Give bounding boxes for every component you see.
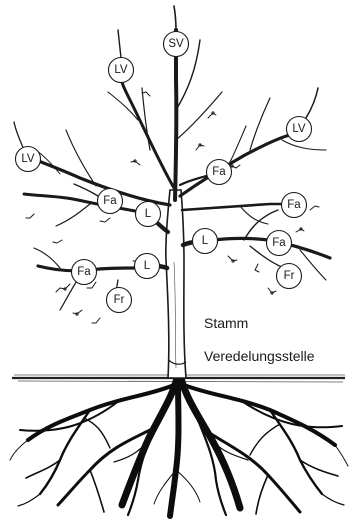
label-fa-right-upper-text: Fa <box>287 199 301 211</box>
label-l-right-text: L <box>202 235 209 247</box>
label-l-lower-left-text: L <box>144 260 151 272</box>
label-lv-right: LV <box>287 117 312 142</box>
label-sv: SV <box>164 32 189 57</box>
label-fa-lower-left-text: Fa <box>77 266 91 278</box>
label-lv-left: LV <box>16 147 41 172</box>
label-fa-center-text: Fa <box>212 166 226 178</box>
label-sv-text: SV <box>168 38 184 50</box>
label-fa-upper-left-text: Fa <box>103 195 117 207</box>
label-fr-left: Fr <box>107 288 132 313</box>
label-fr-right: Fr <box>277 264 302 289</box>
label-lv-right-text: LV <box>292 123 306 135</box>
label-l-upper-left: L <box>136 202 161 227</box>
label-fa-center: Fa <box>207 160 232 185</box>
label-fr-left-text: Fr <box>114 294 125 306</box>
label-lv-upper-left-text: LV <box>114 64 128 76</box>
label-lv-left-text: LV <box>21 153 35 165</box>
label-fa-right-upper: Fa <box>282 193 307 218</box>
label-fa-right-lower-text: Fa <box>272 237 286 249</box>
label-fa-upper-left: Fa <box>98 189 123 214</box>
caption-trunk: Stamm <box>204 315 248 331</box>
label-fa-right-lower: Fa <box>267 231 292 256</box>
label-fa-lower-left: Fa <box>72 260 97 285</box>
label-lv-upper-left: LV <box>109 58 134 83</box>
trunk <box>166 190 186 378</box>
label-fr-right-text: Fr <box>284 270 295 282</box>
label-l-lower-left: L <box>135 254 160 279</box>
label-l-upper-left-text: L <box>145 208 152 220</box>
root-system <box>10 378 348 516</box>
caption-graft-union: Veredelungsstelle <box>204 348 315 364</box>
label-l-right: L <box>193 229 218 254</box>
